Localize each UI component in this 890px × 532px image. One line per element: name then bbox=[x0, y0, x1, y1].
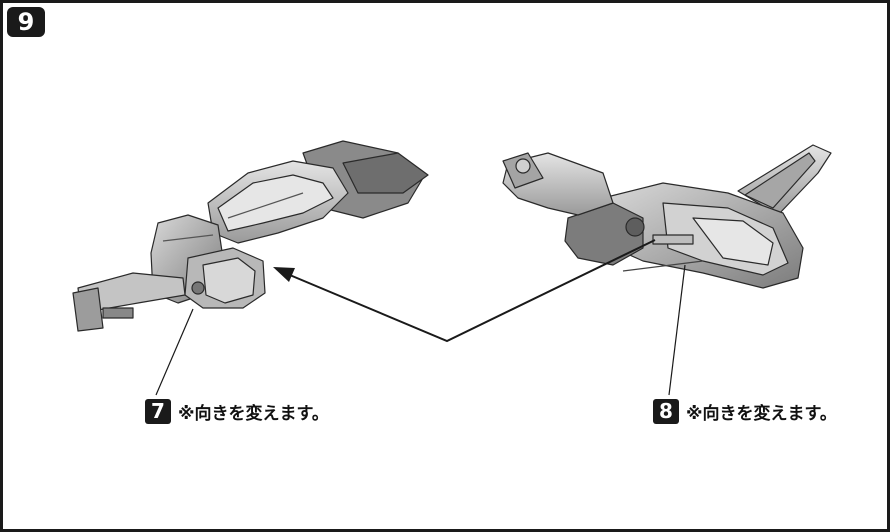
part-number-badge: 8 bbox=[653, 399, 679, 424]
left-arm-part bbox=[72, 140, 429, 332]
leader-line-7 bbox=[155, 308, 194, 396]
assembly-illustration bbox=[72, 140, 832, 396]
callout-8: 8 ※向きを変えます。 bbox=[653, 399, 837, 424]
assembly-arrow bbox=[273, 239, 656, 343]
callout-note: ※向きを変えます。 bbox=[178, 404, 329, 424]
callout-note: ※向きを変えます。 bbox=[686, 404, 837, 424]
right-arm-part bbox=[502, 144, 832, 289]
step-number-badge: 9 bbox=[7, 7, 45, 37]
callout-7: 7 ※向きを変えます。 bbox=[145, 399, 329, 424]
leader-line-8 bbox=[668, 264, 686, 396]
part-number-badge: 7 bbox=[145, 399, 171, 424]
